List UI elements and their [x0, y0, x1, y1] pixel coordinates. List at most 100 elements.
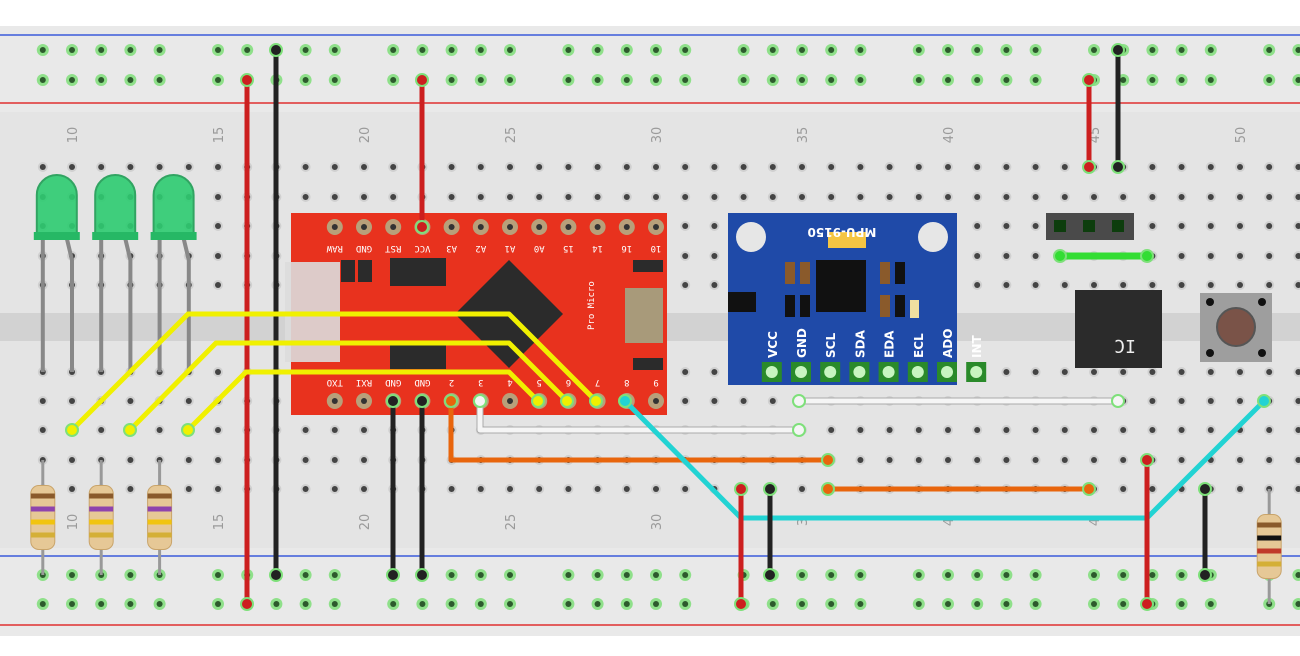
pin-label: A3 [446, 243, 457, 253]
wire-end[interactable] [123, 423, 137, 437]
wire-end[interactable] [734, 597, 748, 611]
hole [682, 223, 689, 229]
wire-end[interactable] [763, 482, 777, 496]
wire-end[interactable] [415, 220, 429, 234]
hole [1003, 164, 1010, 170]
wire-end[interactable] [444, 394, 458, 408]
rail-hole [1207, 601, 1214, 607]
rail-hole [69, 572, 75, 578]
wire-end[interactable] [386, 568, 400, 582]
rail-hole [594, 77, 601, 83]
pin-label: A0 [534, 243, 545, 253]
led[interactable] [94, 174, 137, 236]
hole [1149, 223, 1156, 229]
wire-end[interactable] [1111, 394, 1125, 408]
wire-end[interactable] [1198, 568, 1212, 582]
hole [1003, 223, 1010, 229]
hole [653, 164, 659, 170]
rail-hole [915, 601, 922, 607]
pin-hole [941, 366, 953, 378]
hole [769, 164, 776, 170]
wire-end[interactable] [1082, 160, 1096, 174]
hole [623, 194, 630, 200]
hole [740, 194, 747, 200]
wire-end[interactable] [734, 482, 748, 496]
rail-hole [682, 77, 689, 83]
hole [1266, 427, 1273, 433]
wire-end[interactable] [1140, 453, 1154, 467]
yellow-wire[interactable] [185, 369, 541, 433]
hole [331, 457, 338, 463]
hole [1237, 486, 1243, 492]
wire-end[interactable] [240, 597, 254, 611]
hole [215, 369, 221, 375]
wire-end[interactable] [415, 73, 429, 87]
wire-end[interactable] [1198, 482, 1212, 496]
hole [331, 486, 338, 492]
hole [1237, 369, 1243, 375]
orange-wire[interactable] [448, 398, 831, 463]
hole [536, 194, 543, 200]
wire-end[interactable] [560, 394, 574, 408]
wire-end[interactable] [1053, 249, 1067, 263]
hole [1120, 427, 1127, 433]
rail-hole [215, 601, 221, 607]
white-wire[interactable] [477, 398, 802, 433]
led[interactable] [152, 174, 195, 236]
hole [857, 194, 864, 200]
wire-end[interactable] [821, 482, 835, 496]
wire-end[interactable] [473, 394, 487, 408]
wire-end[interactable] [181, 423, 195, 437]
hole [1178, 282, 1185, 288]
wire-end[interactable] [240, 73, 254, 87]
column-label: 50 [1234, 127, 1249, 144]
wire-end[interactable] [1257, 394, 1271, 408]
wire-end[interactable] [1140, 249, 1154, 263]
hole [682, 282, 689, 288]
wire-end[interactable] [1082, 482, 1096, 496]
yellow-wire[interactable] [69, 311, 599, 433]
wire-end[interactable] [589, 394, 603, 408]
push-button[interactable] [1200, 293, 1272, 362]
wire-end[interactable] [415, 568, 429, 582]
wire-end[interactable] [1140, 597, 1154, 611]
yellow-wire[interactable] [127, 340, 570, 433]
rail-hole [594, 47, 601, 53]
hole [127, 398, 134, 404]
rail-hole [477, 77, 484, 83]
pin-label: A1 [505, 243, 516, 253]
wire-end[interactable] [269, 43, 283, 57]
hole [857, 164, 864, 170]
hole [799, 486, 805, 492]
wire-end[interactable] [386, 394, 400, 408]
cyan-wire[interactable] [622, 398, 1267, 521]
hole [974, 457, 981, 463]
button-cap[interactable] [1216, 307, 1256, 347]
wire-end[interactable] [415, 394, 429, 408]
wires [65, 43, 1271, 611]
wire-end[interactable] [821, 453, 835, 467]
hole [1032, 457, 1039, 463]
hole [974, 194, 981, 200]
wire-end[interactable] [269, 568, 283, 582]
wire-end[interactable] [1111, 43, 1125, 57]
wire-end[interactable] [763, 568, 777, 582]
wire-end[interactable] [618, 394, 632, 408]
wire-end[interactable] [65, 423, 79, 437]
rail-hole [302, 77, 309, 83]
hole [565, 194, 572, 200]
hole [1003, 253, 1010, 259]
wire-end[interactable] [531, 394, 545, 408]
wire-end[interactable] [792, 394, 806, 408]
rail-hole [857, 572, 864, 578]
rail-hole [653, 601, 659, 607]
rail-hole [682, 601, 689, 607]
rail-hole [448, 77, 455, 83]
wire-end[interactable] [1111, 160, 1125, 174]
wire-end[interactable] [792, 423, 806, 437]
wire-end[interactable] [1082, 73, 1096, 87]
led[interactable] [35, 174, 78, 236]
hole [302, 457, 309, 463]
pin-label: 4 [507, 377, 512, 387]
